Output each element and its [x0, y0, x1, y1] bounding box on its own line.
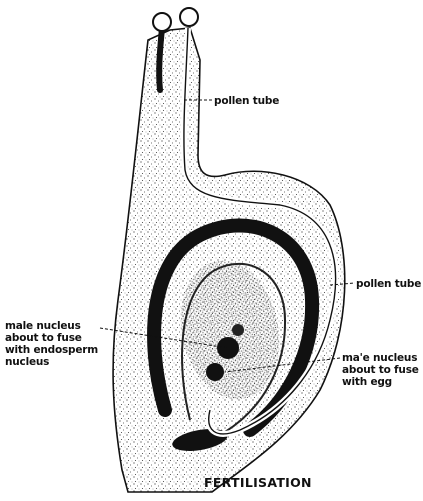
pollen-tube-left: [159, 28, 162, 90]
label-male-nucleus-egg: ma'e nucleus about to fuse with egg: [342, 352, 419, 388]
label-line: about to fuse: [342, 364, 419, 376]
pollen-grain-right: [180, 8, 198, 26]
egg-nucleus: [206, 363, 224, 381]
pollen-grain-left: [153, 13, 171, 31]
label-line: with egg: [342, 376, 419, 388]
label-line: with endosperm: [5, 344, 98, 356]
label-line: about to fuse: [5, 332, 98, 344]
label-male-nucleus-endosperm: male nucleus about to fuse with endosper…: [5, 320, 98, 368]
label-line: ma'e nucleus: [342, 352, 419, 364]
label-pollen-tube-right: pollen tube: [356, 278, 421, 290]
label-line: male nucleus: [5, 320, 98, 332]
figure-caption: FERTILISATION: [204, 477, 312, 489]
label-line: nucleus: [5, 356, 98, 368]
label-pollen-tube-top: pollen tube: [214, 95, 279, 107]
male-nucleus-small: [232, 324, 244, 336]
